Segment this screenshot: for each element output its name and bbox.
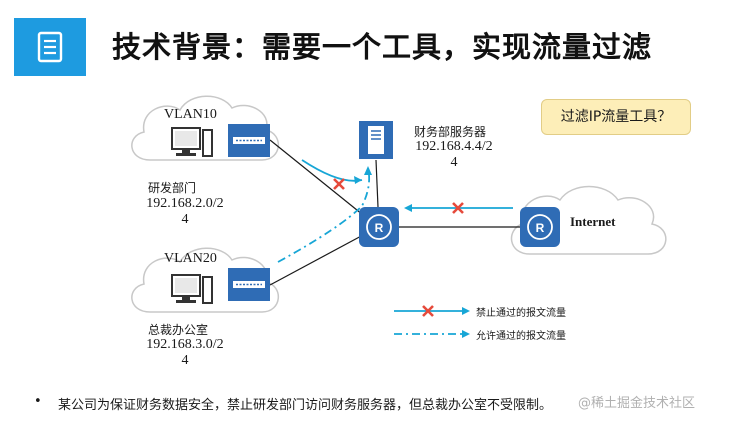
legend-allowed-label: 允许通过的报文流量 — [476, 331, 566, 342]
block-x-icon-rd — [333, 178, 345, 190]
server-ip-label-line2: 4 — [450, 155, 458, 170]
rd-ip-label-line1: 192.168.2.0/2 — [146, 196, 224, 211]
switch-icon-ceo — [228, 268, 270, 301]
block-x-icon-internet — [452, 202, 464, 214]
bullet-marker: • — [34, 394, 42, 409]
rd-name-label: 研发部门 — [148, 181, 197, 195]
router-icon-internet: R — [520, 207, 560, 247]
ceo-ip-label-line1: 192.168.3.0/2 — [146, 337, 224, 352]
header: 技术背景：需要一个工具，实现流量过滤 — [0, 0, 755, 78]
blocked-flow-internet-arrowhead — [404, 204, 412, 212]
rd-ip-label-line2: 4 — [181, 212, 189, 227]
server-icon — [359, 121, 393, 159]
pc-icon-ceo — [171, 274, 213, 304]
internet-label: Internet — [570, 214, 616, 229]
bottom-note: 某公司为保证财务数据安全，禁止研发部门访问财务服务器，但总裁办公室不受限制。 — [58, 398, 553, 413]
allowed-flow-ceo-arrowhead — [364, 166, 372, 175]
ceo-ip-label-line2: 4 — [181, 353, 189, 368]
document-icon — [37, 31, 63, 63]
legend-allowed-line — [394, 330, 470, 338]
vlan10-label: VLAN10 — [164, 107, 217, 122]
link-server-router — [375, 159, 379, 208]
router-icon-core: R — [359, 207, 399, 247]
title-icon-box — [14, 18, 86, 76]
svg-text:R: R — [375, 221, 384, 235]
pc-icon-rd — [171, 127, 213, 157]
vlan20-label: VLAN20 — [164, 251, 217, 266]
switch-icon-rd — [228, 124, 270, 157]
allowed-flow-ceo — [277, 167, 371, 263]
blocked-flow-rd — [301, 159, 363, 182]
legend-blocked-label: 禁止通过的报文流量 — [476, 308, 566, 319]
watermark: @稀土掘金技术社区 — [578, 396, 696, 411]
server-name-label: 财务部服务器 — [414, 125, 487, 139]
legend-blocked-line — [394, 305, 470, 317]
callout-question: 过滤IP流量工具？ — [541, 99, 691, 135]
blocked-flow-rd-arrowhead — [354, 176, 362, 184]
page-title: 技术背景：需要一个工具，实现流量过滤 — [112, 30, 653, 64]
server-ip-label-line1: 192.168.4.4/2 — [415, 139, 493, 154]
svg-text:R: R — [536, 221, 545, 235]
ceo-name-label: 总裁办公室 — [148, 323, 209, 337]
